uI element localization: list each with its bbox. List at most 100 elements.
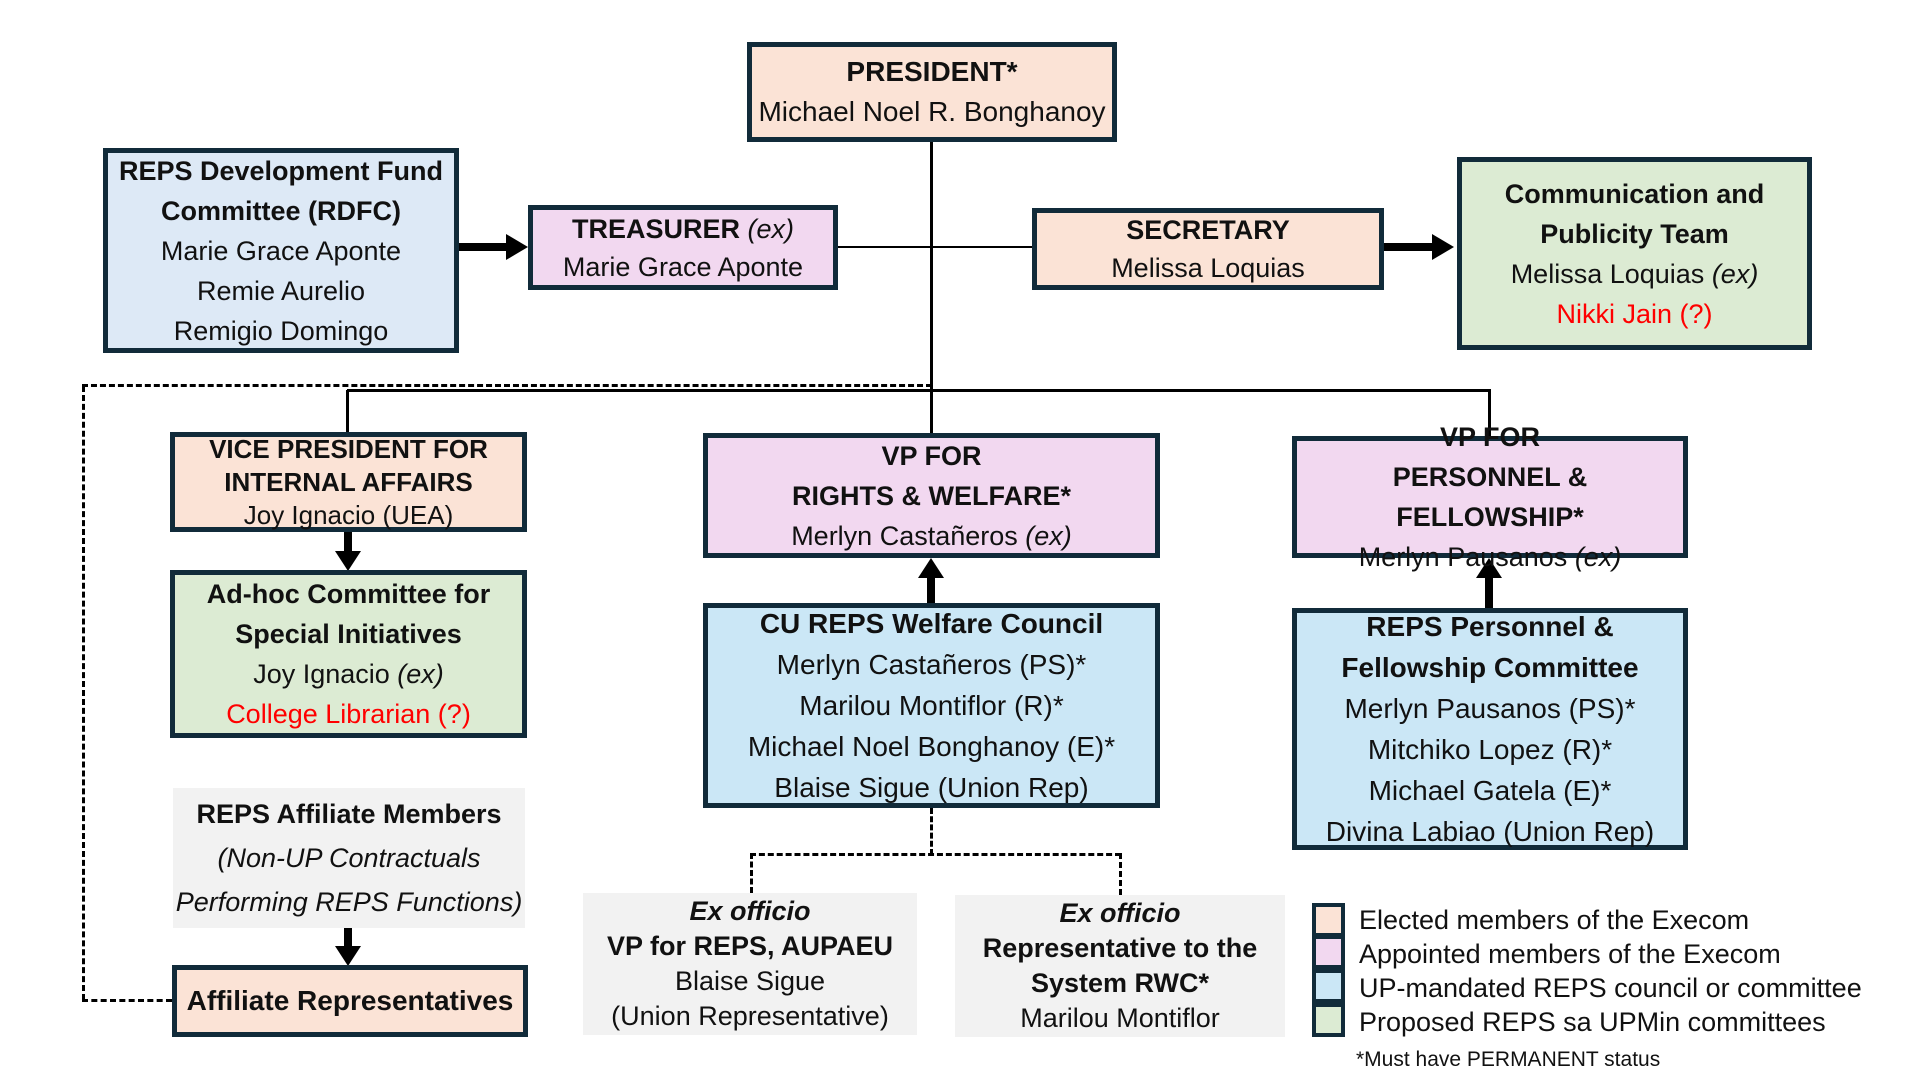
dashed-exofficio-right-drop [1119,853,1122,895]
legend-swatch-appointed [1312,935,1345,969]
dashed-council-down [930,808,933,855]
dashed-branch-horizontal [82,384,932,387]
pf-committee-box: REPS Personnel & Fellowship Committee Me… [1292,608,1688,850]
treasurer-name: Marie Grace Aponte [562,251,804,282]
connector-drop-vp-internal [346,390,349,432]
connector-drop-vp-rights [930,390,933,433]
affiliate-members-subtitle-line2: Performing REPS Functions) [175,887,523,917]
president-name: Michael Noel R. Bonghanoy [758,96,1106,127]
exofficio-rwc-name: Marilou Montiflor [1020,1003,1220,1033]
pf-committee-member: Merlyn Pausanos (PS)* [1344,693,1636,724]
arrowhead-members-to-reps [335,946,361,966]
legend-row-mandated: UP-mandated REPS council or committee [1312,969,1862,1005]
connector-branch-horizontal [347,389,1491,392]
vp-internal-name: Joy Ignacio (UEA) [243,499,454,530]
exofficio-rwc-title-line2: System RWC* [1030,968,1210,998]
welfare-council-member: Michael Noel Bonghanoy (E)* [747,731,1116,762]
arrow-rdfc-to-treasurer [459,243,508,251]
legend-label-proposed: Proposed REPS sa UPMin committees [1359,1006,1826,1037]
affiliate-members-title: REPS Affiliate Members [196,799,502,829]
adhoc-member2: College Librarian (?) [226,699,471,729]
dashed-into-affiliate-reps [82,999,172,1002]
vp-rights-name: Merlyn Castañeros (ex) [791,520,1072,551]
legend-footnote: *Must have PERMANENT status [1356,1048,1661,1071]
compub-member2: Nikki Jain (?) [1556,298,1713,329]
exofficio-rwc-title-line1: Representative to the [982,933,1258,963]
legend-row-proposed: Proposed REPS sa UPMin committees [1312,1003,1862,1039]
rdfc-member: Marie Grace Aponte [160,235,402,266]
arrow-secretary-to-compub [1384,243,1434,251]
legend-row-appointed: Appointed members of the Execom [1312,935,1862,971]
exofficio-rwc-tag: Ex officio [1059,898,1181,928]
connector-treasurer-secretary [838,246,1034,248]
compub-member1: Melissa Loquias (ex) [1510,258,1759,289]
connector-president-drop [930,142,933,390]
secretary-name: Melissa Loquias [1111,253,1305,283]
rdfc-title-line1: REPS Development Fund [118,155,444,186]
legend-row-elected: Elected members of the Execom [1312,903,1862,937]
adhoc-committee-box: Ad-hoc Committee for Special Initiatives… [170,570,527,738]
connector-drop-vp-personnel [1488,390,1491,436]
arrowhead-rdfc-to-treasurer [506,234,528,260]
legend: Elected members of the Execom Appointed … [1312,903,1862,1039]
arrow-committee-to-vppersonnel [1485,576,1493,608]
legend-swatch-elected [1312,903,1345,937]
arrow-vpinternal-to-adhoc [344,532,352,554]
pf-committee-member: Mitchiko Lopez (R)* [1367,734,1613,765]
vp-personnel-title-line2: PERSONNEL & FELLOWSHIP* [1392,462,1588,532]
vp-rights-title-line2: RIGHTS & WELFARE* [791,480,1071,511]
pf-committee-member: Michael Gatela (E)* [1368,775,1612,806]
dashed-left-vertical [82,386,85,1000]
exofficio-union-title: VP for REPS, AUPAEU [606,931,894,961]
legend-swatch-mandated [1312,969,1345,1003]
treasurer-box: TREASURER (ex) Marie Grace Aponte [528,205,838,290]
welfare-council-member: Marilou Montiflor (R)* [799,690,1064,721]
exofficio-union-box: Ex officio VP for REPS, AUPAEU Blaise Si… [583,893,917,1035]
treasurer-title: TREASURER (ex) [571,213,795,244]
communication-publicity-box: Communication and Publicity Team Melissa… [1457,157,1812,350]
rdfc-member: Remie Aurelio [196,275,366,306]
pf-committee-title-line2: Fellowship Committee [1341,652,1639,683]
exofficio-union-tag: Ex officio [689,896,811,926]
dashed-exofficio-left-drop [750,853,753,893]
vp-internal-box: VICE PRESIDENT FOR INTERNAL AFFAIRS Joy … [170,432,527,532]
arrowhead-secretary-to-compub [1432,234,1454,260]
vp-personnel-title-line1: VP FOR [1439,422,1541,452]
vp-personnel-box: VP FOR PERSONNEL & FELLOWSHIP* Merlyn Pa… [1292,422,1688,572]
legend-label-elected: Elected members of the Execom [1359,904,1750,935]
vp-internal-title-line2: INTERNAL AFFAIRS [224,466,473,497]
vp-internal-title-line1: VICE PRESIDENT FOR [209,433,488,464]
affiliate-representatives-box: Affiliate Representatives [172,965,528,1037]
exofficio-union-name: Blaise Sigue [674,966,826,996]
affiliate-members-box: REPS Affiliate Members (Non-UP Contractu… [173,788,525,928]
arrowhead-committee-to-vppersonnel [1476,558,1502,578]
arrowhead-vpinternal-to-adhoc [335,551,361,571]
compub-title-line1: Communication and [1504,178,1765,209]
rdfc-title-line2: Committee (RDFC) [161,195,401,226]
exofficio-rwc-box: Ex officio Representative to the System … [955,895,1285,1037]
rdfc-member: Remigio Domingo [173,315,389,346]
president-box: PRESIDENT* Michael Noel R. Bonghanoy [747,42,1117,142]
welfare-council-title: CU REPS Welfare Council [759,608,1104,639]
welfare-council-box: CU REPS Welfare Council Merlyn Castañero… [703,603,1160,808]
adhoc-title-line2: Special Initiatives [235,619,462,649]
arrow-members-to-reps [344,928,352,948]
arrowhead-council-to-vprights [918,558,944,578]
arrow-council-to-vprights [927,576,935,603]
exofficio-union-name-line2: (Union Representative) [611,1001,889,1031]
vp-personnel-name: Merlyn Pausanos (ex) [1358,542,1622,572]
adhoc-title-line1: Ad-hoc Committee for [206,579,491,609]
vp-rights-box: VP FOR RIGHTS & WELFARE* Merlyn Castañer… [703,433,1160,558]
dashed-exofficio-horizontal [750,853,1121,856]
affiliate-members-subtitle-line1: (Non-UP Contractuals [217,843,481,873]
president-title: PRESIDENT* [846,56,1018,87]
legend-swatch-proposed [1312,1003,1345,1037]
welfare-council-member: Blaise Sigue (Union Rep) [774,772,1089,803]
legend-label-mandated: UP-mandated REPS council or committee [1359,972,1862,1003]
affiliate-representatives-title: Affiliate Representatives [186,985,514,1016]
secretary-title: SECRETARY [1126,215,1290,245]
compub-title-line2: Publicity Team [1540,218,1729,249]
vp-rights-title-line1: VP FOR [881,440,982,471]
pf-committee-member: Divina Labiao (Union Rep) [1325,816,1655,847]
